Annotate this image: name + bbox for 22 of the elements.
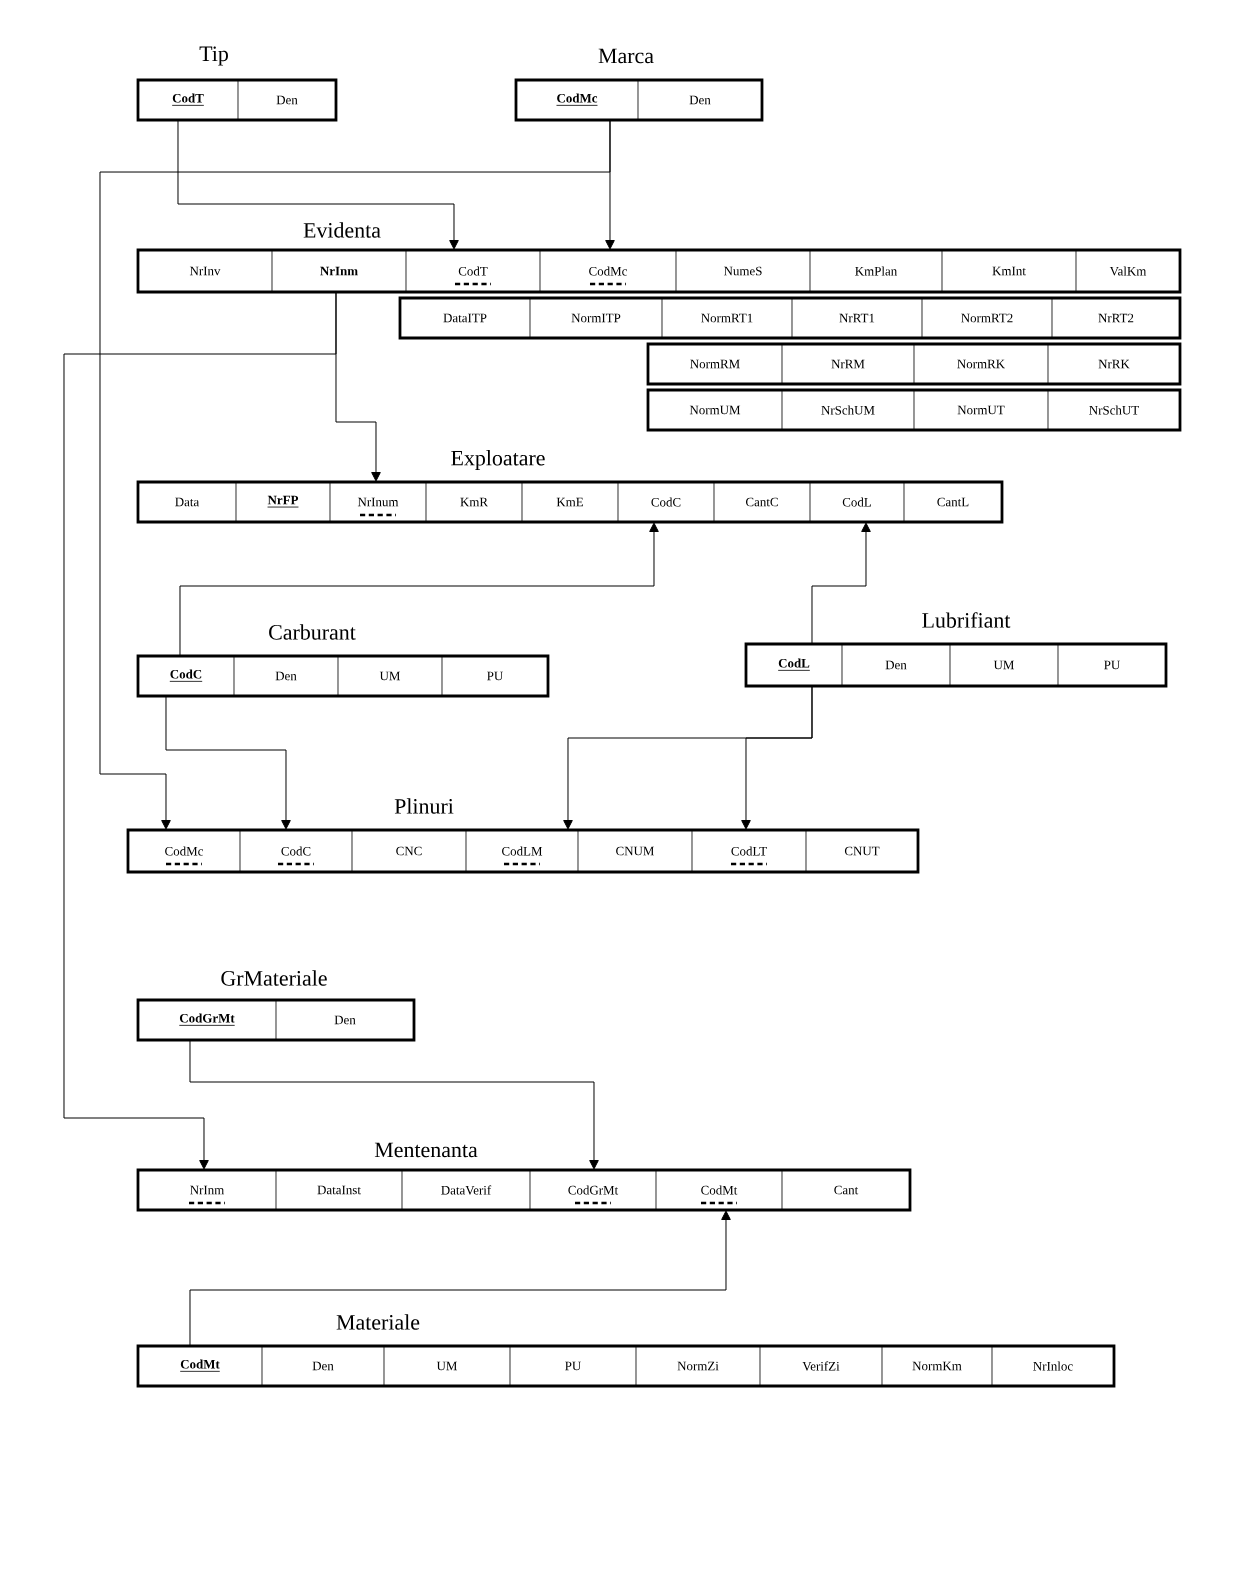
table-title: Tip	[199, 46, 228, 66]
table-row-box	[646, 342, 1182, 386]
arrow	[63, 291, 337, 1170]
arrow	[177, 119, 459, 250]
table-title: Materiale	[336, 1314, 420, 1330]
table-title: Marca	[598, 48, 654, 64]
table-row-box	[646, 388, 1182, 432]
arrow	[179, 522, 659, 657]
table-title: Carburant	[269, 624, 356, 640]
table-title: GrMateriale	[221, 970, 327, 986]
arrow	[741, 685, 813, 830]
arrow	[189, 1210, 731, 1347]
table-title: Plinuri	[394, 798, 454, 814]
table-title: Exploatare	[451, 450, 545, 470]
arrow	[99, 119, 611, 830]
table-title: Evidenta	[303, 222, 381, 238]
table-title: Mentenanta	[374, 1142, 478, 1158]
table-row-box	[398, 296, 1182, 340]
arrow	[189, 1039, 599, 1170]
arrow	[165, 695, 291, 830]
arrow	[811, 522, 871, 645]
table-title: Lubrifiant	[922, 612, 1011, 628]
